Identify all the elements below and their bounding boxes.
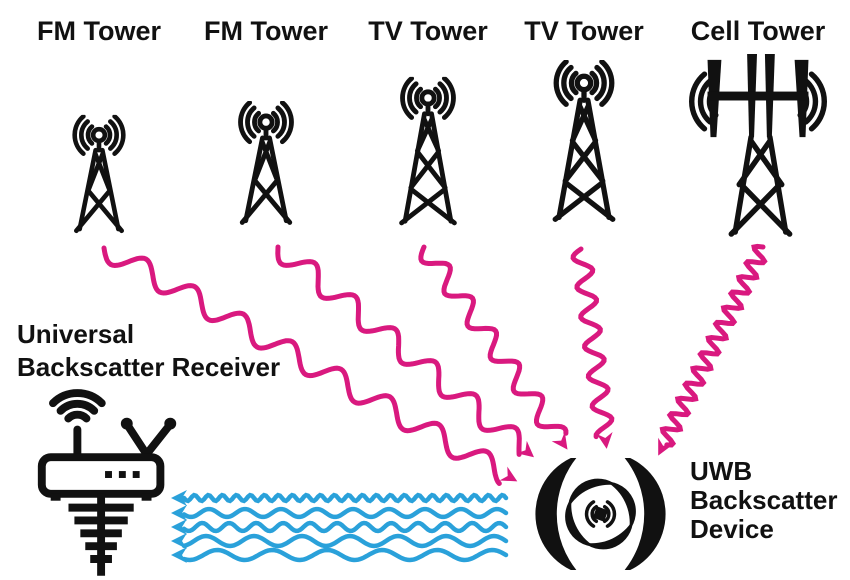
tv-tower-icon	[384, 67, 472, 238]
label-tv-tower-1: TV Tower	[368, 16, 488, 46]
wave-ambient_downlink-4	[659, 243, 768, 448]
cell-tower-icon	[683, 52, 833, 240]
wave-uwb_backscatter-2	[181, 520, 509, 534]
label-fm-tower-1: FM Tower	[37, 16, 161, 46]
wave-uwb_backscatter-3	[181, 533, 509, 549]
uwb-backscatter-device-icon	[535, 458, 666, 570]
wave-arrowhead-ambient_downlink-1	[516, 440, 534, 458]
wave-arrowhead-ambient_downlink-3	[596, 432, 613, 449]
receiver-label-line1: Universal	[17, 319, 135, 349]
wave-uwb_backscatter-0	[181, 492, 509, 504]
wave-ambient_downlink-2	[418, 244, 569, 436]
wave-arrowhead-ambient_downlink-4	[658, 437, 673, 456]
fm-tower-icon	[57, 112, 141, 237]
label-cell-tower: Cell Tower	[690, 16, 826, 46]
backscatter-receiver-icon	[37, 389, 177, 576]
device-label: UWB Backscatter Device	[690, 457, 837, 544]
wave-ambient_downlink-3	[570, 246, 615, 440]
fm-tower-icon	[222, 90, 310, 237]
wave-arrowhead-ambient_downlink-2	[551, 431, 568, 450]
tv-tower-icon	[536, 47, 632, 238]
wave-uwb_backscatter-4	[181, 547, 509, 563]
device-label-line2: Backscatter	[690, 485, 838, 515]
device-label-line1: UWB	[690, 456, 753, 486]
label-fm-tower-2: FM Tower	[204, 16, 328, 46]
wave-ambient_downlink-1	[275, 244, 522, 457]
wave-uwb_backscatter-1	[181, 506, 509, 520]
label-tv-tower-2: TV Tower	[524, 16, 644, 46]
wave-arrowhead-ambient_downlink-0	[499, 466, 518, 482]
device-label-line3: Device	[690, 514, 774, 544]
